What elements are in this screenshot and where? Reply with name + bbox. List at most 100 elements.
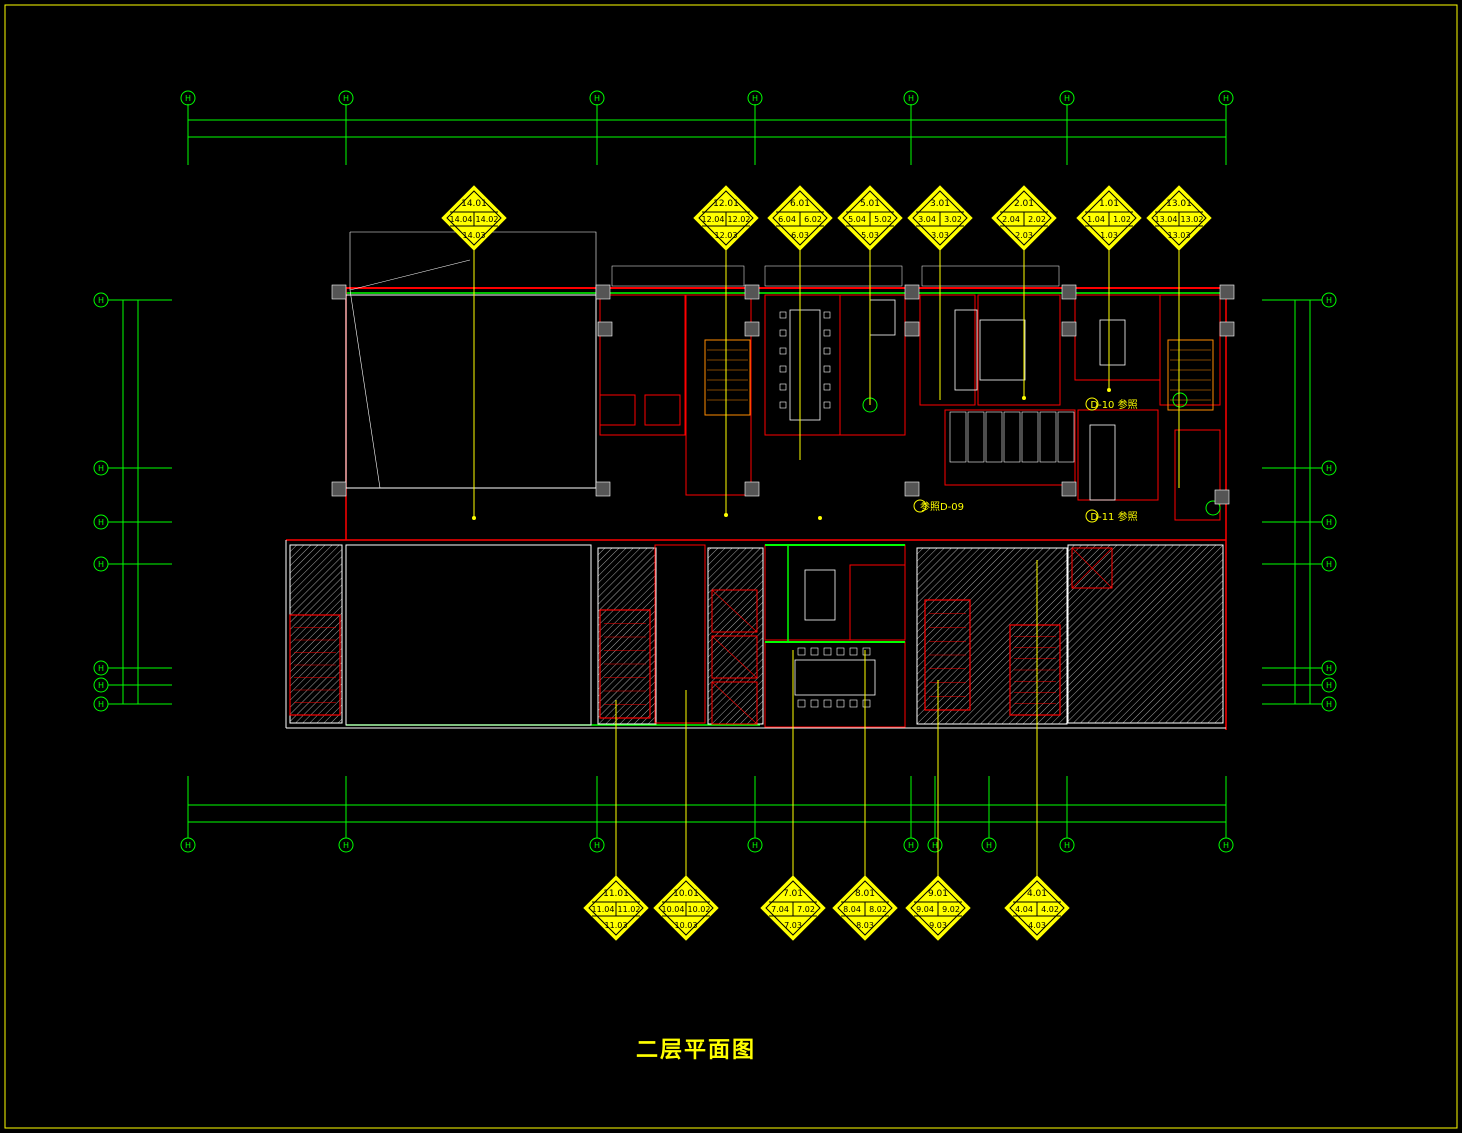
callout-center-label: 11.01 <box>603 889 629 899</box>
grid-bubble-top <box>338 90 354 106</box>
chair <box>779 401 787 409</box>
grid-bubble-bottom <box>747 837 763 853</box>
callout-right-label: 3.02 <box>944 215 962 224</box>
grid-bubble-bottom-label: H <box>932 841 938 850</box>
grid-bubble-bottom <box>1059 837 1075 853</box>
callout-bottom-label: 5.03 <box>861 231 879 240</box>
grid-bubble-top <box>589 90 605 106</box>
projection-outline <box>764 265 903 287</box>
grid-bubble-bottom-label: H <box>986 841 992 850</box>
grid-bubble-left <box>93 696 109 712</box>
callout-left-label: 5.04 <box>848 215 866 224</box>
furniture <box>869 299 896 336</box>
callout-right-label: 5.02 <box>874 215 892 224</box>
office-room <box>977 294 1061 406</box>
grid-bubble-bottom-label: H <box>185 841 191 850</box>
grid-bubble-right <box>1321 660 1337 676</box>
chair <box>823 311 831 319</box>
furniture <box>804 569 836 621</box>
chair <box>810 699 819 708</box>
structural-column <box>595 481 611 497</box>
callout-center-label: 9.01 <box>928 889 948 899</box>
drawing-title: 二层平面图 <box>636 1038 757 1063</box>
structural-column <box>1061 481 1077 497</box>
callout-bottom-label: 6.03 <box>791 231 809 240</box>
elevation-callout-bottom-inner <box>765 880 821 936</box>
chair <box>779 329 787 337</box>
office-room <box>839 294 906 436</box>
elevation-callout-top-inner <box>698 190 754 246</box>
elevator-shaft <box>599 394 636 426</box>
callout-right-label: 1.02 <box>1113 215 1131 224</box>
callout-center-label: 13.01 <box>1166 199 1192 209</box>
elevation-callout-top-inner <box>446 190 502 246</box>
chair <box>779 365 787 373</box>
chair <box>862 699 871 708</box>
grid-bubble-right-label: H <box>1326 518 1332 527</box>
callout-right-label: 8.02 <box>869 905 887 914</box>
callout-center-label: 4.01 <box>1027 889 1047 899</box>
furniture <box>954 309 978 391</box>
callout-bottom-label: 12.03 <box>715 231 738 240</box>
callout-bottom-label: 11.03 <box>605 921 628 930</box>
grid-bubble-top <box>1218 90 1234 106</box>
furniture <box>789 309 821 421</box>
grid-bubble-right <box>1321 460 1337 476</box>
callout-right-label: 10.02 <box>688 905 711 914</box>
grid-bubble-left-label: H <box>98 700 104 709</box>
grid-bubble-left-label: H <box>98 681 104 690</box>
grid-bubble-right-label: H <box>1326 560 1332 569</box>
grid-bubble-bottom-label: H <box>752 841 758 850</box>
chair <box>797 699 806 708</box>
elevation-callout-bottom-inner <box>1009 880 1065 936</box>
structural-column <box>904 321 920 337</box>
callout-left-label: 12.04 <box>702 215 725 224</box>
callout-center-label: 6.01 <box>790 199 810 209</box>
grid-bubble-left-label: H <box>98 296 104 305</box>
elevation-callout-bottom-inner <box>588 880 644 936</box>
callout-center-label: 7.01 <box>783 889 803 899</box>
callout-right-label: 12.02 <box>728 215 751 224</box>
callout-center-label: 1.01 <box>1099 199 1119 209</box>
chair <box>862 647 871 656</box>
grid-bubble-left <box>93 514 109 530</box>
grid-bubble-bottom <box>589 837 605 853</box>
grid-bubble-top-label: H <box>1064 94 1070 103</box>
grid-bubble-bottom <box>981 837 997 853</box>
grid-bubble-bottom <box>180 837 196 853</box>
structural-column <box>331 481 347 497</box>
elevator-cross <box>711 635 758 679</box>
callout-center-label: 8.01 <box>855 889 875 899</box>
office-room <box>1159 294 1221 406</box>
grid-bubble-right-label: H <box>1326 681 1332 690</box>
grid-bubble-bottom-label: H <box>908 841 914 850</box>
callout-left-label: 8.04 <box>843 905 861 914</box>
grid-bubble-left <box>93 556 109 572</box>
detail-marker <box>1085 397 1099 411</box>
structural-column <box>1214 489 1230 505</box>
office-room <box>764 641 906 728</box>
grid-bubble-top-label: H <box>908 94 914 103</box>
cabinet <box>985 411 1003 463</box>
callout-center-label: 5.01 <box>860 199 880 209</box>
callout-left-label: 3.04 <box>918 215 936 224</box>
grid-bubble-left <box>93 460 109 476</box>
elevator-shaft <box>711 681 758 725</box>
elevator-cross <box>1071 547 1113 589</box>
callout-center-label: 3.01 <box>930 199 950 209</box>
leader-dot <box>1022 396 1026 400</box>
detail-marker <box>1085 509 1099 523</box>
chair <box>823 699 832 708</box>
cabinet <box>967 411 985 463</box>
callout-bottom-label: 7.03 <box>784 921 802 930</box>
office-room <box>685 294 752 496</box>
grid-bubble-top-label: H <box>185 94 191 103</box>
sheet-frame <box>4 4 1458 1129</box>
grid-bubble-bottom <box>903 837 919 853</box>
callout-right-label: 4.02 <box>1041 905 1059 914</box>
callout-bottom-label: 4.03 <box>1028 921 1046 930</box>
chair <box>849 647 858 656</box>
grid-bubble-bottom <box>338 837 354 853</box>
elevation-callout-top-inner <box>842 190 898 246</box>
